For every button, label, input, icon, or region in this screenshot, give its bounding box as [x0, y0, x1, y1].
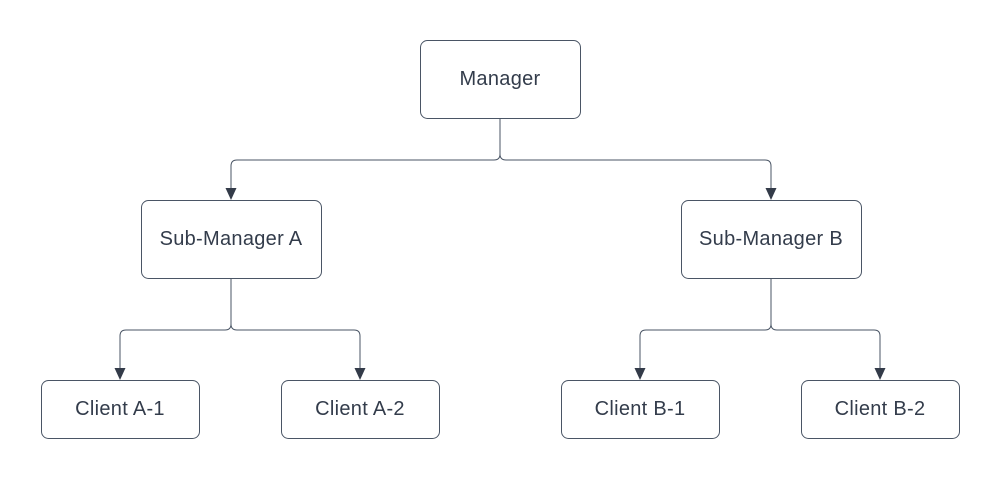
edge-sub-manager-a-to-client-a-1	[114, 278, 232, 380]
edges-layer	[114, 118, 886, 380]
edge-manager-to-sub-manager-b	[499, 118, 777, 200]
node-client-b-1: Client B-1	[561, 380, 720, 439]
node-label: Manager	[459, 68, 540, 90]
node-sub-manager-a: Sub-Manager A	[141, 200, 322, 279]
node-client-a-1: Client A-1	[41, 380, 200, 439]
node-label: Sub-Manager A	[160, 228, 303, 250]
node-box	[801, 380, 960, 439]
node-box	[681, 200, 862, 279]
node-client-b-2: Client B-2	[801, 380, 960, 439]
arrowhead-icon	[874, 368, 886, 380]
node-box	[561, 380, 720, 439]
node-label: Client B-2	[835, 398, 926, 420]
edge-sub-manager-b-to-client-b-1	[634, 278, 772, 380]
arrowhead-icon	[114, 368, 126, 380]
node-sub-manager-b: Sub-Manager B	[681, 200, 862, 279]
node-label: Sub-Manager B	[699, 228, 843, 250]
node-label: Client B-1	[595, 398, 686, 420]
edge-sub-manager-a-to-client-a-2	[230, 278, 366, 380]
node-box	[281, 380, 440, 439]
node-label: Client A-1	[75, 398, 165, 420]
node-label: Client A-2	[315, 398, 405, 420]
edge-manager-to-sub-manager-a	[225, 118, 501, 200]
node-box	[420, 40, 581, 119]
node-client-a-2: Client A-2	[281, 380, 440, 439]
node-box	[41, 380, 200, 439]
arrowhead-icon	[634, 368, 646, 380]
edge-sub-manager-b-to-client-b-2	[770, 278, 886, 380]
arrowhead-icon	[765, 188, 777, 200]
arrowhead-icon	[354, 368, 366, 380]
node-manager: Manager	[420, 40, 581, 119]
arrowhead-icon	[225, 188, 237, 200]
node-box	[141, 200, 322, 279]
